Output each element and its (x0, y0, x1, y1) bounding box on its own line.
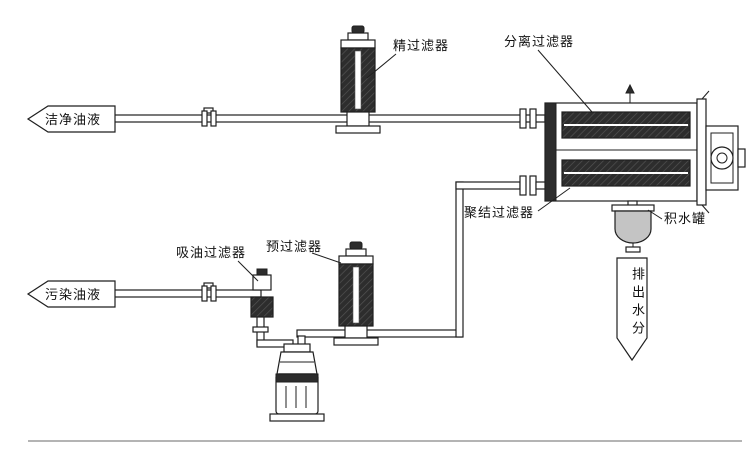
separation-vessel (544, 83, 746, 214)
pre-filter (333, 241, 379, 346)
suction-filter-knob (256, 268, 268, 276)
vessel-feed-pipe (455, 181, 521, 190)
pipe-union (210, 285, 217, 302)
label-fine-filter: 精过滤器 (393, 38, 450, 53)
leader-separation-filter (537, 49, 593, 113)
fine-filter-base (335, 125, 381, 134)
label-contaminated-oil: 污染油液 (44, 287, 101, 302)
flange (519, 108, 527, 129)
label-clean-oil: 洁净油液 (44, 112, 101, 127)
pre-filter-lid (338, 255, 374, 265)
fine-filter-sight-stripe (354, 50, 362, 110)
pre-filter-base (333, 337, 379, 346)
fine-filter-neck (347, 32, 369, 41)
leader-fine-filter (366, 53, 397, 79)
flange (252, 326, 269, 333)
pipe-union (201, 285, 208, 302)
water-tank (611, 200, 655, 253)
flange (529, 175, 537, 196)
fine-filter (335, 25, 381, 134)
sight-glass (710, 146, 734, 170)
fine-filter-block (346, 111, 370, 127)
vessel-right-flange (696, 98, 707, 206)
pump-bell (276, 351, 318, 375)
pre-filter-neck (345, 248, 367, 257)
contaminated-oil-arrow (26, 280, 116, 308)
suction-filter (250, 268, 274, 318)
leader-pre-filter (311, 252, 342, 264)
drain-valve (625, 246, 641, 253)
leader-suction-filter (237, 260, 259, 282)
leader-water-tank (647, 209, 663, 220)
pipe-union (210, 110, 217, 127)
tank-body (614, 210, 652, 244)
fine-filter-lid (340, 39, 376, 49)
label-water-tank: 积水罐 (664, 211, 707, 226)
clean-oil-pipe (113, 114, 546, 123)
suction-filter-head (252, 274, 272, 291)
flange (519, 175, 527, 196)
label-pre-filter: 预过滤器 (266, 239, 323, 254)
fine-filter-cap (351, 25, 365, 34)
pipework (113, 107, 549, 348)
pump-coupling (283, 343, 311, 353)
discharge-pipe (296, 329, 463, 338)
label-separation-filter: 分离过滤器 (504, 34, 575, 49)
flange-bolt (701, 204, 710, 214)
pipe-union (201, 110, 208, 127)
flange (529, 108, 537, 129)
air-vent-icon (625, 83, 635, 94)
drain-water-arrow (616, 257, 648, 362)
sight-glass-inner (716, 152, 728, 164)
label-suction-filter: 吸油过滤器 (176, 245, 247, 260)
leader-coalescing-filter (537, 187, 571, 212)
pre-filter-cap (349, 241, 363, 250)
pre-filter-block (344, 325, 368, 339)
motor-top-band (275, 373, 319, 383)
label-coalescing-filter: 聚结过滤器 (464, 205, 535, 220)
motor-base (269, 413, 325, 422)
pre-filter-sight-stripe (352, 266, 360, 324)
leader-lines (237, 49, 663, 282)
vessel-left-cap (544, 102, 557, 202)
inlet-pipe (113, 289, 262, 298)
riser-pipe (455, 181, 464, 338)
tank-flange (611, 204, 655, 212)
end-stub (737, 148, 746, 168)
pump-motor-unit (269, 343, 325, 422)
label-drain-water: 排出水分 (630, 267, 645, 339)
flow-banners (26, 105, 648, 362)
flange-bolt (701, 90, 710, 100)
suction-filter-body (250, 296, 274, 318)
clean-oil-arrow (26, 105, 116, 133)
